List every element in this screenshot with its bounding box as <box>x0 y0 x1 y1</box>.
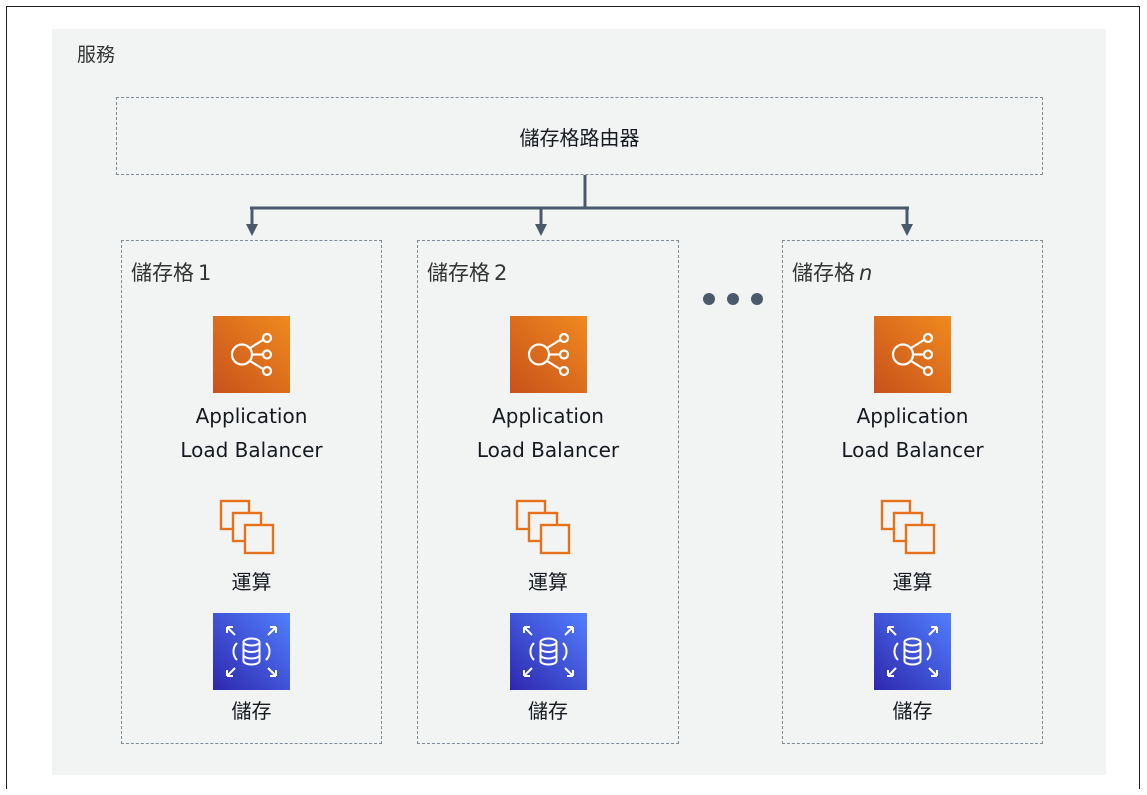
storage-label: 儲存 <box>231 699 272 723</box>
compute: 運算 <box>122 497 381 599</box>
storage-label: 儲存 <box>528 699 568 723</box>
load-balancer-label: Application Load Balancer <box>180 404 323 462</box>
cell-number: 2 <box>494 261 508 285</box>
cell-title-text: 儲存格 <box>427 261 490 285</box>
compute-instances-icon <box>515 499 571 555</box>
compute-label: 運算 <box>231 570 272 594</box>
storage: 儲存 <box>122 613 381 728</box>
load-balancer: Application Load Balancer <box>783 316 1042 467</box>
ellipsis-dot <box>703 293 715 305</box>
ellipsis-dot <box>751 293 763 305</box>
cell-title-text: 儲存格 <box>792 261 855 285</box>
load-balancer-label: Application Load Balancer <box>476 404 620 462</box>
compute-label: 運算 <box>892 570 933 594</box>
database-icon <box>874 613 951 690</box>
service-label: 服務 <box>77 44 116 66</box>
more-cells-ellipsis <box>703 293 763 305</box>
load-balancer-icon <box>213 316 290 393</box>
cell-title-text: 儲存格 <box>131 261 194 285</box>
cell-number: n <box>859 261 873 285</box>
compute-label: 運算 <box>528 570 568 594</box>
load-balancer: Application Load Balancer <box>122 316 381 467</box>
database-icon <box>213 613 290 690</box>
database-icon <box>509 613 587 690</box>
load-balancer-icon <box>874 316 951 393</box>
storage-label: 儲存 <box>892 699 933 723</box>
compute: 運算 <box>783 497 1042 599</box>
compute-instances-icon <box>219 499 274 555</box>
load-balancer: Application Load Balancer <box>418 316 678 467</box>
storage: 儲存 <box>418 613 678 728</box>
compute: 運算 <box>418 497 678 599</box>
storage: 儲存 <box>783 613 1042 728</box>
load-balancer-icon <box>509 316 587 393</box>
cell-router: 儲存格路由器 <box>116 97 1043 175</box>
compute-instances-icon <box>880 499 935 555</box>
cell-number: 1 <box>198 261 212 285</box>
load-balancer-label: Application Load Balancer <box>841 404 984 462</box>
ellipsis-dot <box>727 293 739 305</box>
cell-router-label: 儲存格路由器 <box>519 125 640 150</box>
